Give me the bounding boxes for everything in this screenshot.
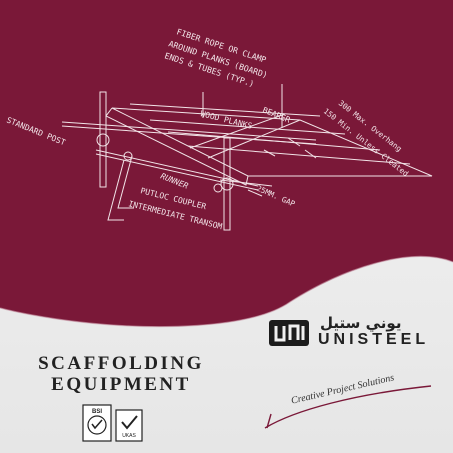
unisteel-logo: يوني ستيل UNISTEEL xyxy=(268,314,436,350)
panel-edge-highlight xyxy=(0,255,453,328)
ukas-certification-icon: UKAS xyxy=(115,409,143,442)
bsi-certification-icon: BSI xyxy=(82,404,112,442)
ukas-label: UKAS xyxy=(122,433,136,439)
tagline-swoosh xyxy=(264,385,432,429)
brand-arabic-name: يوني ستيل xyxy=(320,314,402,332)
maroon-panel xyxy=(0,0,453,327)
bsi-label: BSI xyxy=(92,409,102,415)
scaffold-linework xyxy=(61,84,433,231)
title-line-1: SCAFFOLDING xyxy=(38,353,204,374)
brand-latin-name: UNISTEEL xyxy=(318,331,430,348)
unisteel-logo-icon xyxy=(269,320,309,346)
certification-badges: BSI UKAS xyxy=(82,404,143,442)
title-line-2: EQUIPMENT xyxy=(51,374,191,395)
